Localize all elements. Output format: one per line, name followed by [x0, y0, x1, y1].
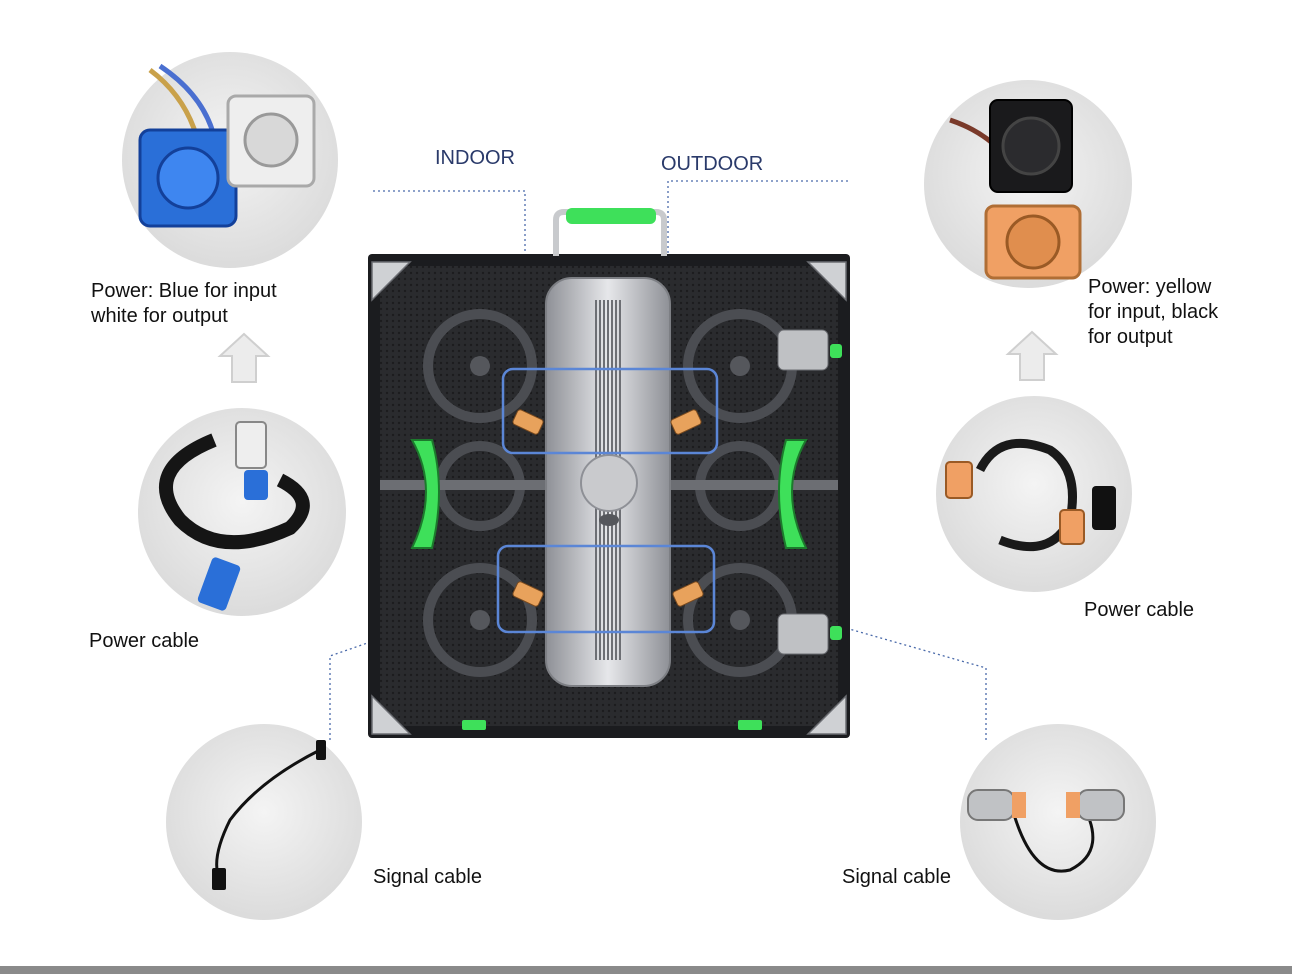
right-power-caption-line3: for output: [1088, 326, 1173, 348]
handle-grip: [566, 208, 656, 224]
left-power-caption-line1: Power: Blue for input: [91, 280, 277, 302]
left-signal-cable-label: Signal cable: [373, 866, 482, 888]
indoor-leader-line: [373, 190, 526, 420]
right-green-grip: [778, 439, 808, 549]
highlight-box-signal: [496, 544, 716, 634]
left-green-grip: [410, 439, 440, 549]
photo-top-left: [122, 52, 338, 268]
connector-bottom-right: [672, 581, 704, 607]
left-power-caption: Power: Blue for input white for output: [91, 279, 277, 329]
highlight-box-power: [501, 367, 719, 455]
bottom-divider-bar: [0, 966, 1292, 974]
connector-top-left: [512, 409, 544, 435]
right-signal-cable-label: Signal cable: [842, 866, 951, 888]
photo-left-power-cable: [138, 408, 346, 616]
right-power-caption-line1: Power: yellow: [1088, 276, 1212, 298]
leader-lines: [329, 180, 987, 740]
outdoor-label: OUTDOOR: [661, 153, 764, 175]
photo-left-signal-cable: [166, 724, 362, 920]
arrow-up-icon: [217, 332, 271, 383]
photo-right-power-cable: [936, 396, 1132, 592]
right-signal-leader-line: [729, 594, 987, 740]
arrow-up-icon: [1005, 330, 1059, 381]
led-cabinet: [368, 208, 850, 738]
left-power-cable-label: Power cable: [89, 630, 200, 652]
right-power-caption: Power: yellow for input, black for outpu…: [1088, 275, 1218, 350]
photo-right-signal-cable: [960, 724, 1156, 920]
connector-bottom-left: [512, 581, 544, 607]
outdoor-leader-line: [667, 180, 848, 420]
photo-top-right: [924, 80, 1132, 288]
left-power-caption-line2: white for output: [91, 305, 228, 327]
right-power-caption-line2: for input, black: [1088, 301, 1219, 323]
right-power-cable-label: Power cable: [1084, 599, 1195, 621]
indoor-label: INDOOR: [435, 147, 515, 169]
center-hub: [580, 454, 638, 512]
connector-top-right: [670, 409, 702, 435]
